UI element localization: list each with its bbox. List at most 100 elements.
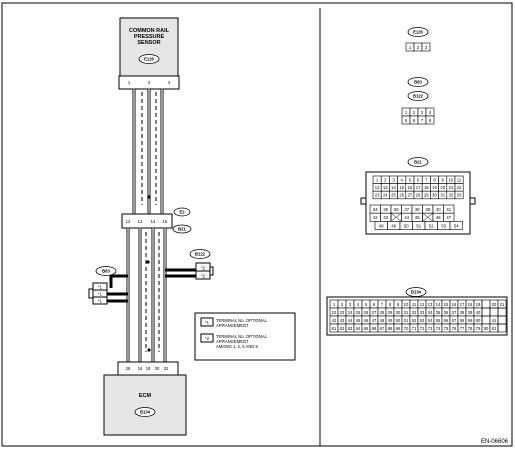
b134-cell bbox=[481, 307, 491, 317]
b134-pin: 4 bbox=[357, 302, 360, 307]
b134-pin: 49 bbox=[388, 318, 393, 323]
b21-top-pin: 4 bbox=[401, 177, 404, 182]
b83-label: B83 bbox=[102, 269, 110, 274]
e2-label: E2 bbox=[179, 210, 185, 215]
b134-pin: 81 bbox=[492, 326, 497, 331]
b21-mid-blank-cavity bbox=[422, 213, 434, 222]
junction-pin: 15 bbox=[163, 219, 168, 224]
b134-pin: 79 bbox=[476, 326, 481, 331]
legend-text-1a: TERMINAL No. OPTIONAL bbox=[216, 318, 268, 323]
b21-bottom-pin: 49 bbox=[391, 223, 396, 228]
b122-connector: B122 *2 *2 bbox=[189, 249, 214, 280]
b21-bottom-pin: 51 bbox=[416, 223, 421, 228]
legend-key-1: *1 bbox=[205, 320, 210, 325]
b83-pin: *1 bbox=[98, 285, 103, 290]
b134-pin: 62 bbox=[340, 326, 345, 331]
b21-top-pin: 26 bbox=[399, 193, 404, 198]
sensor-pin: 3 bbox=[168, 80, 171, 85]
b21-view-label: B21 bbox=[414, 160, 422, 165]
b134-pin: 36 bbox=[444, 310, 449, 315]
b134-pin: 39 bbox=[468, 310, 473, 315]
b134-pin: 57 bbox=[452, 318, 457, 323]
b134-cell bbox=[497, 323, 507, 333]
b134-pin: 22 bbox=[332, 310, 337, 315]
b134-pin: 15 bbox=[444, 302, 449, 307]
b134-pin: 46 bbox=[364, 318, 369, 323]
b21-top-pin: 31 bbox=[440, 193, 445, 198]
b21-top-pin: 6 bbox=[417, 177, 420, 182]
b21-top-cell bbox=[454, 190, 464, 200]
b83-b122-pin: 6 bbox=[413, 118, 416, 123]
b134-pin: 23 bbox=[340, 310, 345, 315]
b21-mid-pin: 45 bbox=[415, 215, 420, 220]
b21-mid-pin: 39 bbox=[425, 207, 430, 212]
b134-pin: 40 bbox=[476, 310, 481, 315]
b21-mid-blank-cavity bbox=[390, 213, 402, 222]
b134-pin: 55 bbox=[436, 318, 441, 323]
b21-top-pin: 27 bbox=[408, 193, 413, 198]
b21-top-pin: 3 bbox=[392, 177, 395, 182]
b21-mid-pin: 36 bbox=[394, 207, 399, 212]
ecm-pin: 32 bbox=[164, 366, 169, 371]
b21-top-pin: 7 bbox=[425, 177, 428, 182]
e126-view-label: E126 bbox=[413, 30, 423, 35]
b21-mid-pin: 44 bbox=[404, 215, 409, 220]
b134-pin: 48 bbox=[380, 318, 385, 323]
ecm-title: ECM bbox=[139, 393, 152, 399]
b83-b122-pin: 8 bbox=[429, 118, 432, 123]
b21-top-pin: 29 bbox=[424, 193, 429, 198]
b134-pin: 66 bbox=[372, 326, 377, 331]
b83-b122-pin: 1 bbox=[405, 110, 408, 115]
b134-pin: 24 bbox=[348, 310, 353, 315]
b83-b122-cell bbox=[425, 115, 435, 125]
b134-cell bbox=[481, 315, 491, 325]
b134-pin: 29 bbox=[388, 310, 393, 315]
b134-pin: 1 bbox=[333, 302, 336, 307]
b134-pin: 52 bbox=[412, 318, 417, 323]
b21-mid-cell bbox=[390, 212, 402, 222]
b134-pin: 19 bbox=[476, 302, 481, 307]
b134-pin: 25 bbox=[356, 310, 361, 315]
b21-mid-pin: 46 bbox=[436, 215, 441, 220]
b134-pin: 38 bbox=[460, 310, 465, 315]
sensor-pin: 2 bbox=[148, 80, 151, 85]
b134-cell bbox=[481, 299, 491, 309]
b134-pin: 5 bbox=[365, 302, 368, 307]
diagram-frame bbox=[1, 2, 513, 447]
b134-pin: 65 bbox=[364, 326, 369, 331]
b134-pin: 73 bbox=[428, 326, 433, 331]
b122-view-label: B122 bbox=[413, 94, 424, 99]
b134-pin: 20 bbox=[492, 302, 497, 307]
b134-pin: 63 bbox=[348, 326, 353, 331]
b134-pin: 43 bbox=[340, 318, 345, 323]
b134-pin: 51 bbox=[404, 318, 409, 323]
b134-pin: 28 bbox=[380, 310, 385, 315]
b21-bottom-pin: 48 bbox=[379, 223, 384, 228]
b134-pin: 44 bbox=[348, 318, 353, 323]
junction-pin: 14 bbox=[151, 219, 156, 224]
b134-pin: 7 bbox=[381, 302, 384, 307]
b21-mid-cell bbox=[422, 212, 434, 222]
b21-top-pin: 18 bbox=[424, 185, 429, 190]
junction-pin: 12 bbox=[126, 219, 131, 224]
sensor-title-line-3: SENSOR bbox=[137, 40, 160, 46]
b134-pin: 31 bbox=[404, 310, 409, 315]
b21-mid-pin: 42 bbox=[373, 215, 378, 220]
connector-view-e126: E126 1 2 3 bbox=[405, 27, 431, 52]
b122-pin: *2 bbox=[201, 274, 206, 279]
b21-top-pin: 33 bbox=[457, 193, 462, 198]
b21-top-pin: 14 bbox=[391, 185, 396, 190]
b83-b122-pin: 3 bbox=[421, 110, 424, 115]
b21-top-pin: 13 bbox=[383, 185, 388, 190]
b134-pin: 61 bbox=[332, 326, 337, 331]
b21-top-pin: 9 bbox=[442, 177, 445, 182]
b21-mid-pin: 37 bbox=[404, 207, 409, 212]
b83-b122-pin: 5 bbox=[405, 118, 408, 123]
legend: *1 TERMINAL No. OPTIONAL ARRANGEMENT *2 … bbox=[194, 312, 296, 361]
document-code: EN-06606 bbox=[481, 439, 509, 445]
b134-pin: 64 bbox=[356, 326, 361, 331]
b21-mid-pin: 43 bbox=[383, 215, 388, 220]
b21-top-pin: 15 bbox=[399, 185, 404, 190]
